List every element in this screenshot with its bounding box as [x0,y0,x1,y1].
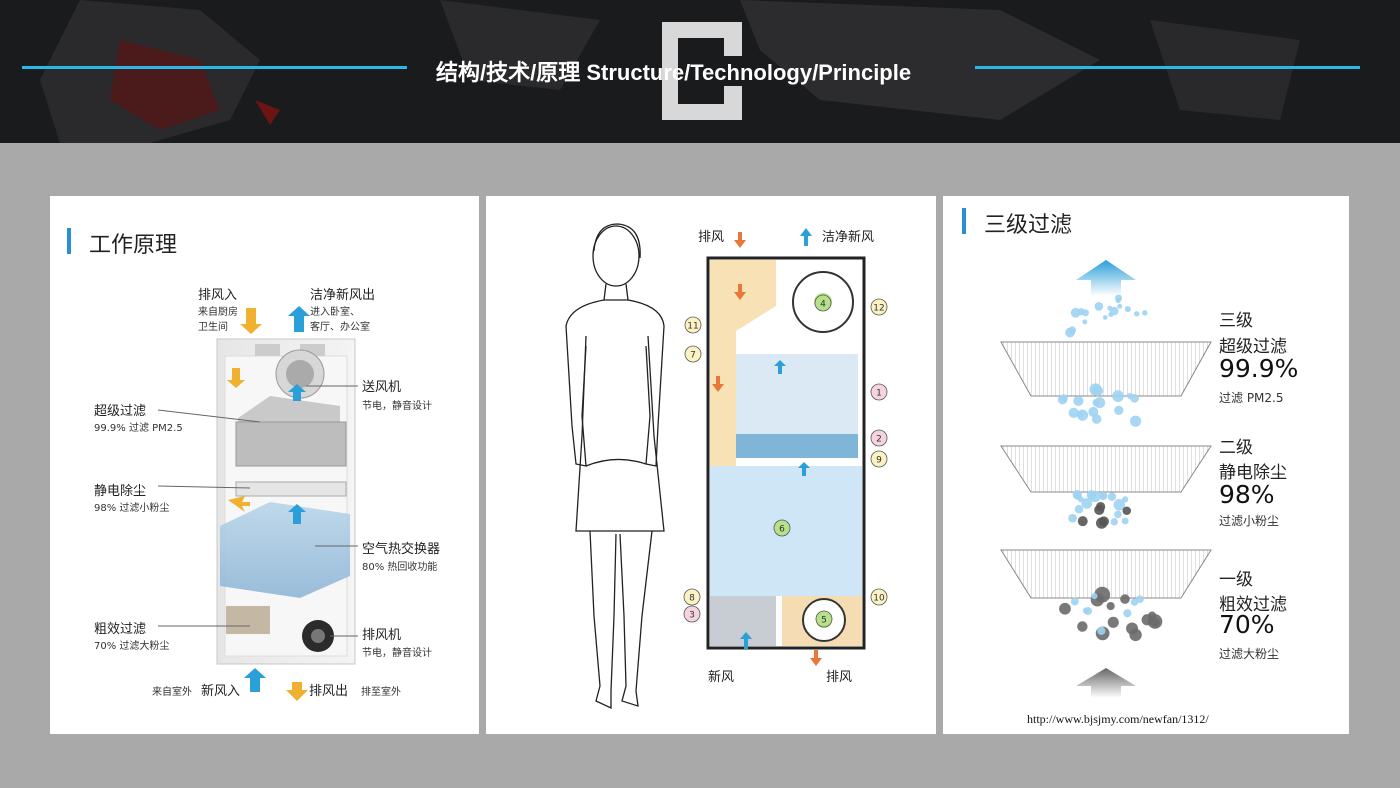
bracket-logo-icon [662,22,742,120]
label-to-outside: 排至室外 [361,687,401,698]
label-level3-name: 超级过滤 [1219,337,1287,357]
page-title: 结构/技术/原理 Structure/Technology/Principle [436,60,912,85]
label-heat-exchanger: 空气热交换器 [362,542,441,557]
label-exhaust-bottom: 排风 [826,670,853,685]
label-level3-sub: 过滤 PM2.5 [1219,391,1284,405]
panel-title: 工作原理 [89,233,178,258]
label-fresh-bottom: 新风 [708,670,735,685]
working-principle-panel: 工作原理 [50,196,479,734]
panel-title: 三级过滤 [984,213,1073,238]
airflow-arrows [157,306,358,701]
source-url-link[interactable]: http://www.bjsjmy.com/newfan/1312/ [1027,712,1209,726]
filter-layers-illustration [1000,260,1212,698]
title-accent-bar [962,208,966,234]
label-coarse-filter: 粗效过滤 [94,622,147,637]
label-exhaust-fan: 排风机 [362,628,402,643]
label-level1: 一级 [1219,570,1253,590]
title-rule-left [22,66,407,69]
label-electrostatic: 静电除尘 [94,484,147,499]
unit-section-diagram [706,228,866,666]
label-super-filter-sub: 99.9% 过滤 PM2.5 [94,423,183,434]
label-fresh-out-sub2: 客厅、办公室 [310,322,370,333]
title-accent-bar [67,228,71,254]
label-level2-pct: 98% [1219,480,1275,509]
label-coarse-filter-sub: 70% 过滤大粉尘 [94,641,170,652]
label-level1-pct: 70% [1219,610,1275,639]
label-exhaust-in: 排风入 [198,288,238,303]
label-exhaust-in-sub1: 来自厨房 [198,307,238,318]
label-exhaust-top: 排风 [698,230,725,245]
label-exhaust-fan-sub: 节电，静音设计 [362,648,432,659]
label-fresh-out: 洁净新风出 [310,288,376,303]
label-supply-fan: 送风机 [362,380,402,395]
label-from-outside: 来自室外 [152,687,192,698]
label-level3-pct: 99.9% [1219,354,1299,383]
label-super-filter: 超级过滤 [94,404,147,419]
label-level1-sub: 过滤大粉尘 [1219,647,1280,661]
label-level3: 三级 [1219,311,1253,331]
label-level2-sub: 过滤小粉尘 [1219,514,1280,528]
label-supply-fan-sub: 节电，静音设计 [362,401,432,412]
structure-diagram-panel: 排风 洁净新风 新风 排风 [486,196,936,734]
title-rule-right [975,66,1360,69]
three-stage-filtration-panel: 三级过滤 三级 超级过滤 99.9% 过滤 PM2.5 二级 静电除尘 98% … [943,196,1349,734]
label-exhaust-out: 排风出 [309,684,349,699]
label-exhaust-in-sub2: 卫生间 [198,322,228,333]
label-heat-exchanger-sub: 80% 热回收功能 [362,562,438,573]
label-fresh-in: 新风入 [201,684,241,699]
label-level2: 二级 [1219,438,1253,458]
header-banner: 结构/技术/原理 Structure/Technology/Principle [0,0,1400,143]
label-fresh-out-sub1: 进入卧室、 [310,307,360,318]
label-electrostatic-sub: 98% 过滤小粉尘 [94,503,170,514]
world-map-background [40,0,1300,143]
label-level2-name: 静电除尘 [1219,463,1287,483]
label-fresh-top: 洁净新风 [822,230,875,245]
label-level1-name: 粗效过滤 [1219,595,1287,615]
woman-silhouette-illustration [565,223,665,710]
